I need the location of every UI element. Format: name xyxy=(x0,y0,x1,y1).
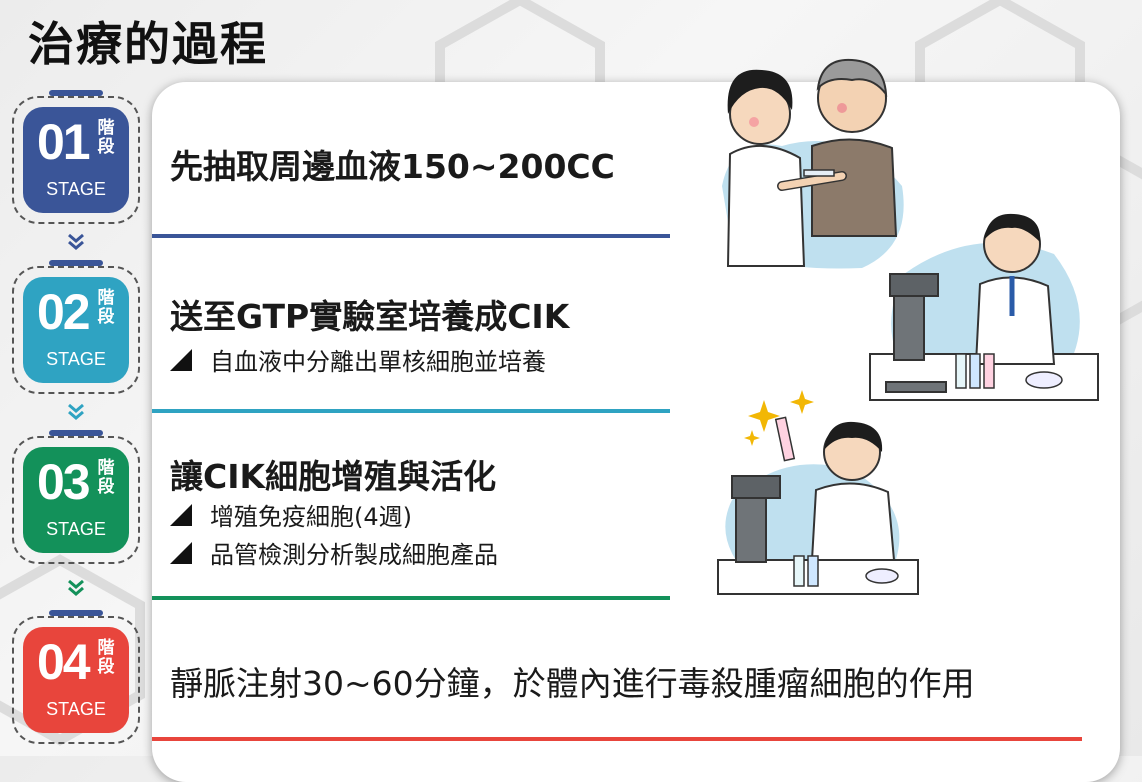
stage-4-badge-fill: 04 階段 STAGE xyxy=(23,627,129,733)
stage-2-badge-fill: 02 階段 STAGE xyxy=(23,277,129,383)
stage-3-badge: 03 階段 STAGE xyxy=(12,430,140,564)
stage-2-number: 02 xyxy=(37,284,91,340)
stage-2-badge: 02 階段 STAGE xyxy=(12,260,140,394)
double-chevron-down-icon xyxy=(68,233,84,250)
stage-4-badge: 04 階段 STAGE xyxy=(12,610,140,744)
stage-2-kanji: 階段 xyxy=(97,288,115,327)
nurse-blood-draw-illustration xyxy=(722,58,904,269)
stage-1-divider xyxy=(152,234,670,238)
stage-3-bullet-2-text: 品管檢測分析製成細胞產品 xyxy=(210,541,498,569)
page-title: 治療的過程 xyxy=(28,17,268,71)
stage-1-kanji: 階段 xyxy=(97,118,115,157)
stage-3-title: 讓CIK細胞增殖與活化 xyxy=(170,457,497,496)
stage-2-title: 送至GTP實驗室培養成CIK xyxy=(170,297,570,336)
double-chevron-down-icon xyxy=(68,403,84,420)
stage-3-kanji: 階段 xyxy=(97,458,115,497)
stage-1-label: STAGE xyxy=(46,179,106,199)
triangle-bullet-icon xyxy=(170,348,192,371)
content-panel xyxy=(152,82,1120,782)
stage-2-label: STAGE xyxy=(46,349,106,369)
stage-3-bullet-2: 品管檢測分析製成細胞產品 xyxy=(170,535,498,570)
stage-4-kanji: 階段 xyxy=(97,638,115,677)
stage-4-title: 靜脈注射30~60分鐘，於體內進行毒殺腫瘤細胞的作用 xyxy=(170,664,975,703)
stage-3-badge-fill: 03 階段 STAGE xyxy=(23,447,129,553)
stage-3-divider xyxy=(152,596,670,600)
stage-4-label: STAGE xyxy=(46,699,106,719)
stage-2-divider xyxy=(152,409,670,413)
stage-4-number: 04 xyxy=(37,634,91,690)
stage-1-badge-fill: 01 階段 STAGE xyxy=(23,107,129,213)
triangle-bullet-icon xyxy=(170,503,192,526)
stage-3-bullet-1-text: 增殖免疫細胞(4週) xyxy=(210,503,412,531)
stage-3-bullet-1: 增殖免疫細胞(4週) xyxy=(170,497,412,532)
stage-1-badge: 01 階段 STAGE xyxy=(12,90,140,224)
double-chevron-down-icon xyxy=(68,579,84,596)
stage-1-title: 先抽取周邊血液150~200CC xyxy=(170,147,615,186)
stage-2-bullet-1: 自血液中分離出單核細胞並培養 xyxy=(170,342,546,377)
lab-scientist-microscope-illustration xyxy=(869,213,1099,401)
triangle-bullet-icon xyxy=(170,541,192,564)
stage-4-divider xyxy=(152,737,1082,741)
stage-1-number: 01 xyxy=(37,114,91,170)
stage-3-number: 03 xyxy=(37,454,91,510)
stage-2-bullet-1-text: 自血液中分離出單核細胞並培養 xyxy=(210,348,546,376)
lab-scientist-test-tube-illustration xyxy=(717,390,919,595)
stage-3-label: STAGE xyxy=(46,519,106,539)
